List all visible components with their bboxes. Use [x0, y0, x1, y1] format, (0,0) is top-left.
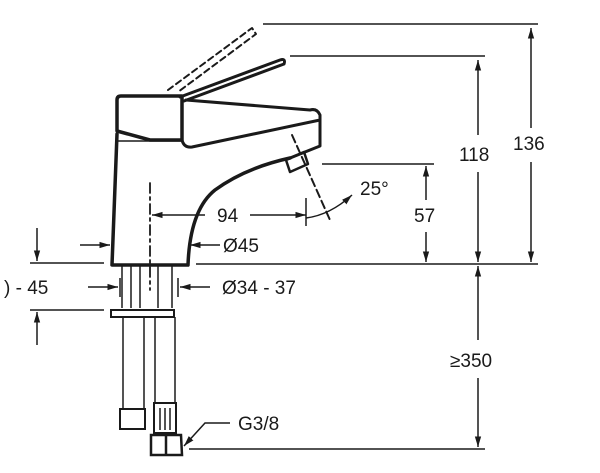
faucet-body — [110, 27, 331, 291]
hose-fitting-right — [153, 402, 177, 434]
dim-57: 57 — [414, 206, 435, 227]
dim-118: 118 — [459, 145, 489, 166]
lever-open-position — [167, 27, 257, 93]
dim-base-diameter: Ø45 — [223, 236, 259, 257]
hose-nut — [149, 433, 184, 457]
faucet-column — [110, 132, 292, 267]
fixing-plate — [110, 309, 175, 318]
dim-hole-diameter: Ø34 - 37 — [222, 278, 296, 299]
dimension-lines — [30, 23, 538, 450]
aerator — [284, 150, 310, 174]
dim-94: 94 — [217, 206, 239, 227]
dim-136: 136 — [513, 134, 545, 155]
dim-min-hose: ≥350 — [450, 351, 492, 372]
dim-thread: G3/8 — [238, 414, 279, 435]
lever-head — [115, 94, 184, 142]
dim-deck-thickness: ) - 45 — [4, 278, 48, 299]
under-deck-assembly — [110, 265, 184, 457]
lever-handle — [178, 58, 286, 103]
dim-25-deg: 25° — [360, 179, 389, 200]
hose-fitting-left — [119, 408, 146, 430]
